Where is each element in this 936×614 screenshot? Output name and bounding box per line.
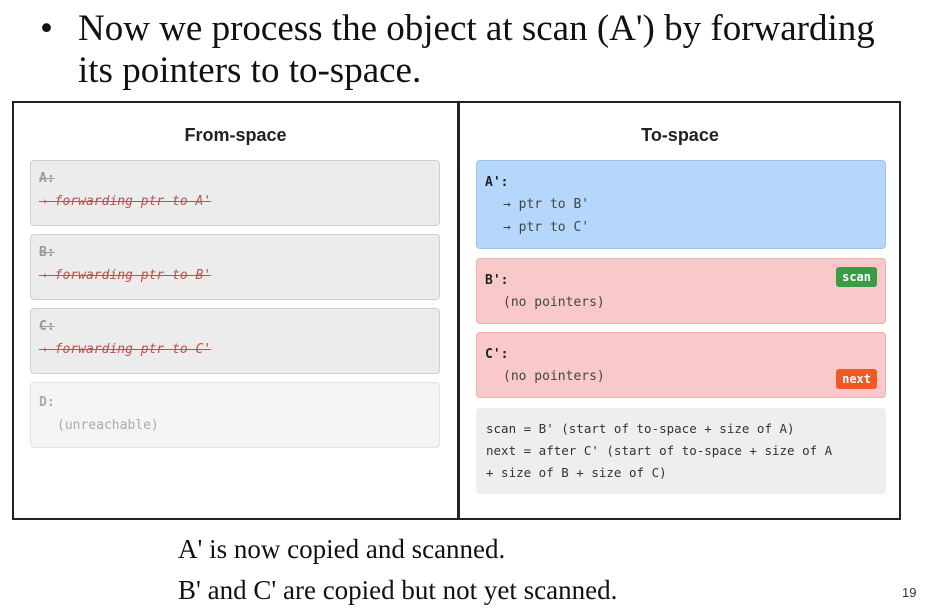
object-label: C':: [485, 347, 509, 362]
object-label: C:: [39, 319, 55, 334]
bullet-text: Now we process the object at scan (A') b…: [78, 8, 875, 91]
memory-diagram: From-space To-space A: → forwarding ptr …: [12, 101, 901, 520]
object-label: B':: [485, 273, 509, 288]
object-label: A':: [485, 175, 509, 190]
next-info-line: next = after C' (start of to-space + siz…: [486, 443, 833, 458]
forwarding-pointer: → forwarding ptr to A': [39, 194, 212, 209]
to-object-a-prime: A': → ptr to B' → ptr to C': [476, 160, 886, 249]
bullet-symbol: •: [40, 8, 53, 49]
scan-info-line: scan = B' (start of to-space + size of A…: [486, 421, 795, 436]
to-space-title: To-space: [641, 125, 719, 145]
object-label: B:: [39, 245, 55, 260]
from-space-title: From-space: [184, 125, 287, 145]
object-description: (unreachable): [57, 418, 159, 433]
pointer-line: → ptr to B': [503, 197, 590, 212]
to-object-b-prime: B': (no pointers) scan: [476, 258, 886, 324]
pointer-info-box: scan = B' (start of to-space + size of A…: [476, 408, 886, 494]
page-number: 19: [902, 585, 917, 600]
object-label: D:: [39, 395, 55, 410]
from-object-c: C: → forwarding ptr to C': [30, 308, 440, 374]
pointer-line: → ptr to C': [503, 220, 590, 235]
from-object-d: D: (unreachable): [30, 382, 440, 448]
caption-line-2: B' and C' are copied but not yet scanned…: [178, 575, 618, 605]
object-description: (no pointers): [503, 369, 605, 384]
next-info-line-cont: + size of B + size of C): [486, 465, 667, 480]
object-description: (no pointers): [503, 295, 605, 310]
to-object-c-prime: C': (no pointers) next: [476, 332, 886, 398]
space-divider: [457, 103, 460, 518]
from-object-a: A: → forwarding ptr to A': [30, 160, 440, 226]
from-object-b: B: → forwarding ptr to B': [30, 234, 440, 300]
forwarding-pointer: → forwarding ptr to B': [39, 268, 212, 283]
object-label: A:: [39, 171, 55, 186]
forwarding-pointer: → forwarding ptr to C': [39, 342, 212, 357]
scan-pointer-badge: scan: [836, 267, 877, 287]
caption-line-1: A' is now copied and scanned.: [178, 534, 506, 564]
next-pointer-badge: next: [836, 369, 877, 389]
